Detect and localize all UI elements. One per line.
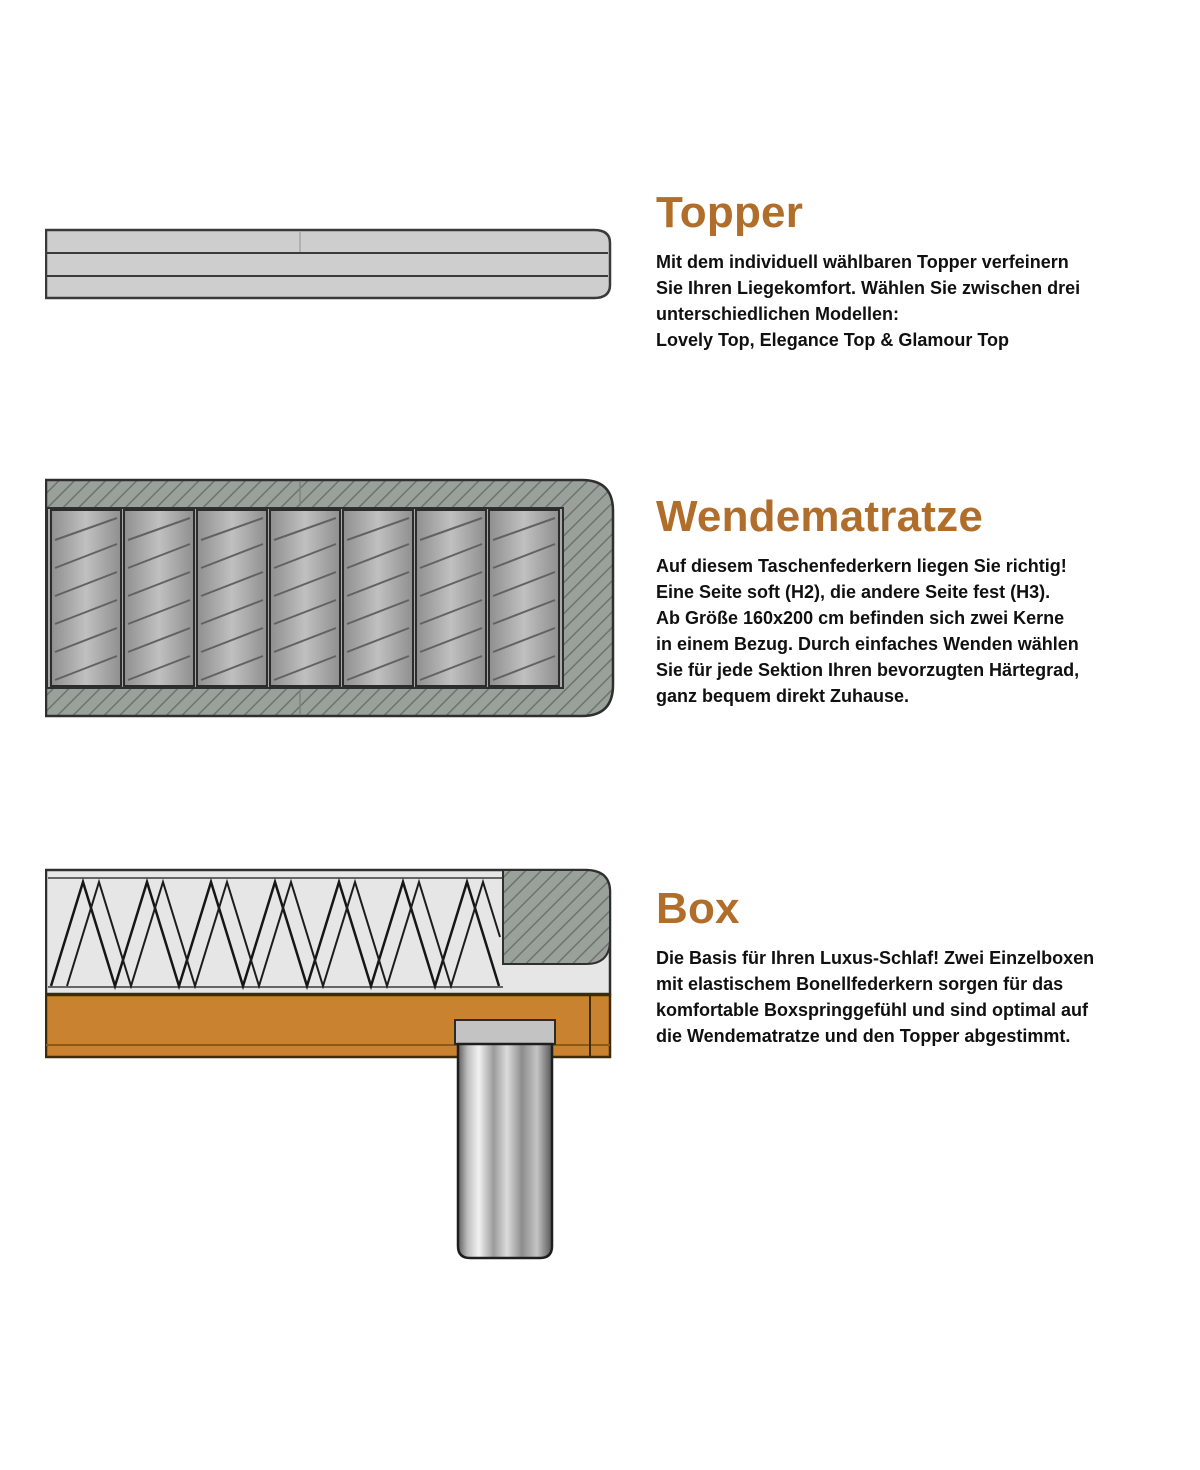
leg-mounting-plate <box>454 1019 556 1045</box>
wendematratze-title: Wendematratze <box>656 492 983 541</box>
box-side-panel-hatched <box>502 869 611 965</box>
box-illustration <box>45 868 612 1260</box>
leg-cylinder <box>456 1042 554 1260</box>
topper-cross-section-icon <box>45 228 612 300</box>
topper-section: Topper Mit dem individuell wählbaren Top… <box>656 188 1176 353</box>
topper-description: Mit dem individuell wählbaren Topper ver… <box>656 252 1081 351</box>
box-title: Box <box>656 884 740 933</box>
mattress-illustration <box>45 478 615 718</box>
wendematratze-description: Auf diesem Taschenfederkern liegen Sie r… <box>656 556 1080 707</box>
topper-body <box>45 228 612 300</box>
topper-illustration <box>45 228 612 300</box>
metal-leg <box>454 1019 556 1260</box>
wendematratze-section: Wendematratze Auf diesem Taschenfederker… <box>656 492 1176 709</box>
topper-title: Topper <box>656 188 804 237</box>
box-cross-section-icon <box>45 868 612 1260</box>
box-section: Box Die Basis für Ihren Luxus-Schlaf! Zw… <box>656 884 1176 1049</box>
bonell-zigzag-springs <box>49 877 501 991</box>
pocket-springs <box>50 509 560 687</box>
pocket-spring-mattress-icon <box>45 478 615 718</box>
box-description: Die Basis für Ihren Luxus-Schlaf! Zwei E… <box>656 948 1095 1047</box>
